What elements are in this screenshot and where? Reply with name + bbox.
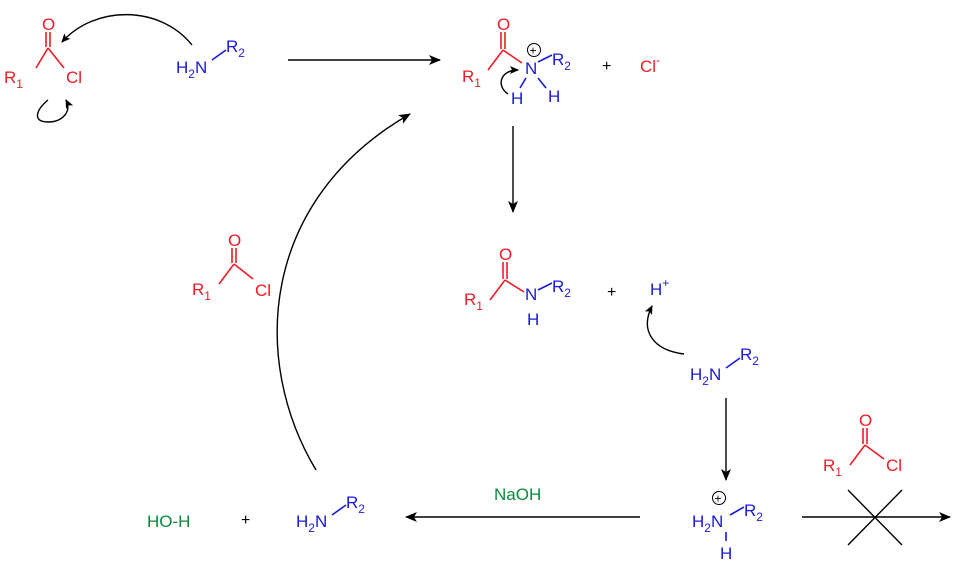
oxygen-label: O [497, 15, 510, 34]
hydrogen-label: H [548, 87, 560, 106]
positive-charge: + [715, 492, 722, 506]
nitrogen-label: N [525, 59, 537, 78]
amine-middle: H2N R2 [690, 345, 759, 388]
plus-sign: + [607, 284, 616, 301]
chlorine-label: Cl [886, 456, 902, 475]
water-label: HO-H [147, 512, 190, 531]
nitrogen-label: N [525, 285, 537, 304]
cross-out-line [847, 489, 903, 546]
proton: H+ [650, 276, 669, 299]
r2-label: R2 [740, 345, 759, 368]
hydrogen-label: H [527, 310, 539, 329]
acyl-chloride-middle: O R1 Cl [192, 231, 271, 303]
oxygen-label: O [42, 15, 55, 34]
amine-top: H2N R2 [176, 37, 245, 81]
h2n-label: H2N [690, 365, 721, 388]
chlorine-label: Cl [255, 281, 271, 300]
amide-product: O R1 N R2 H [464, 245, 571, 329]
acylammonium-intermediate: O R1 N + R2 H H [462, 15, 571, 108]
h2n-label: H2N [296, 512, 327, 535]
r2-label: R2 [346, 493, 365, 516]
acyl-chloride-blocked: O R1 Cl [823, 411, 902, 479]
r1-label: R1 [192, 280, 211, 303]
curly-arrow-attack [61, 14, 193, 46]
hydrogen-label: H [511, 89, 523, 108]
r1-label: R1 [823, 456, 842, 479]
positive-charge: + [530, 44, 537, 58]
chlorine-label: Cl [66, 68, 82, 87]
curly-arrow-nh [500, 66, 519, 95]
r2-label: R2 [226, 37, 245, 60]
h2n-label: H2N [692, 512, 723, 535]
naoh-label: NaOH [494, 485, 541, 504]
oxygen-label: O [228, 231, 241, 250]
r2-label: R2 [744, 501, 763, 524]
r1-label: R1 [4, 68, 23, 91]
r1-label: R1 [462, 67, 481, 90]
recycle-arrow [276, 113, 411, 471]
ammonium-ion: H2N + R2 H [692, 491, 763, 563]
amine-bottom: H2N R2 [296, 493, 365, 535]
curly-arrow-reform [36, 99, 74, 123]
h2n-label: H2N [176, 58, 207, 81]
oxygen-label: O [499, 245, 512, 264]
plus-sign: + [241, 512, 250, 529]
oxygen-label: O [859, 411, 872, 430]
curly-arrow-proton [644, 305, 685, 355]
r1-label: R1 [464, 290, 483, 313]
plus-sign: + [602, 58, 611, 75]
r2-label: R2 [552, 50, 571, 73]
acyl-chloride-top-left: O R1 Cl [4, 15, 82, 91]
r2-label: R2 [552, 277, 571, 300]
chloride-ion: Cl- [640, 53, 660, 76]
hydrogen-label: H [720, 544, 732, 563]
